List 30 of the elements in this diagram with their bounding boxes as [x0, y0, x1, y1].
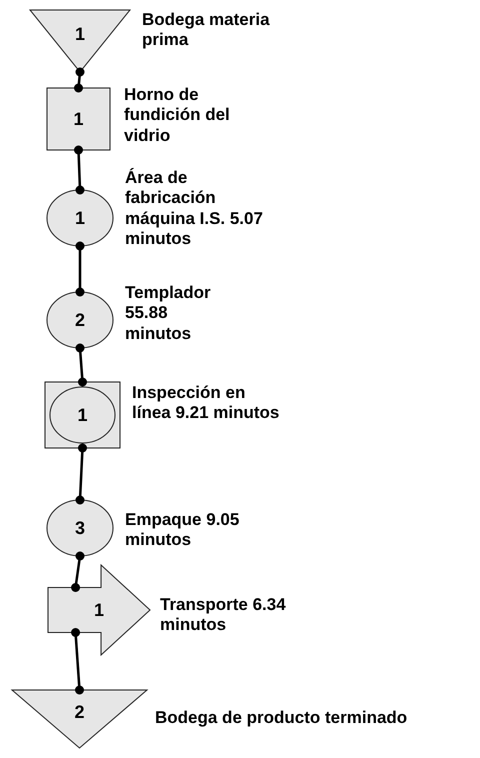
connector-line — [74, 68, 84, 92]
step-label: Bodega materia prima — [142, 10, 271, 51]
step-label: Empaque 9.05 minutos — [125, 510, 240, 551]
step-label: Transporte 6.34 minutos — [160, 595, 287, 636]
connector-line — [71, 552, 84, 592]
connector-line — [71, 628, 84, 694]
step-number: 1 — [94, 601, 104, 619]
step-number: 2 — [74, 703, 84, 722]
operation-circle — [47, 292, 113, 348]
storage-triangle — [12, 690, 147, 748]
connector-line — [74, 146, 84, 194]
step-number: 1 — [78, 406, 88, 424]
step-number: 3 — [75, 519, 85, 537]
step-label: Área de fabricación máquina I.S. 5.07 minutos — [125, 168, 264, 250]
operation-circle — [47, 190, 113, 246]
connector-line — [76, 444, 87, 504]
transport-symbol — [48, 565, 150, 655]
step-label: Templador 55.88 minutos — [125, 283, 212, 344]
step-number: 1 — [75, 24, 85, 43]
connector-line — [76, 344, 87, 386]
inspection-square — [47, 88, 110, 150]
step-label: Horno de fundición del vidrio — [124, 85, 231, 146]
step-number: 1 — [75, 209, 85, 227]
step-label: Bodega de producto terminado — [155, 708, 408, 728]
operation-circle — [47, 500, 113, 556]
step-number: 1 — [74, 110, 84, 128]
step-label: Inspección en línea 9.21 minutos — [132, 383, 280, 424]
connector-line — [76, 242, 84, 296]
step-number: 2 — [75, 311, 85, 329]
storage-triangle — [30, 10, 130, 72]
